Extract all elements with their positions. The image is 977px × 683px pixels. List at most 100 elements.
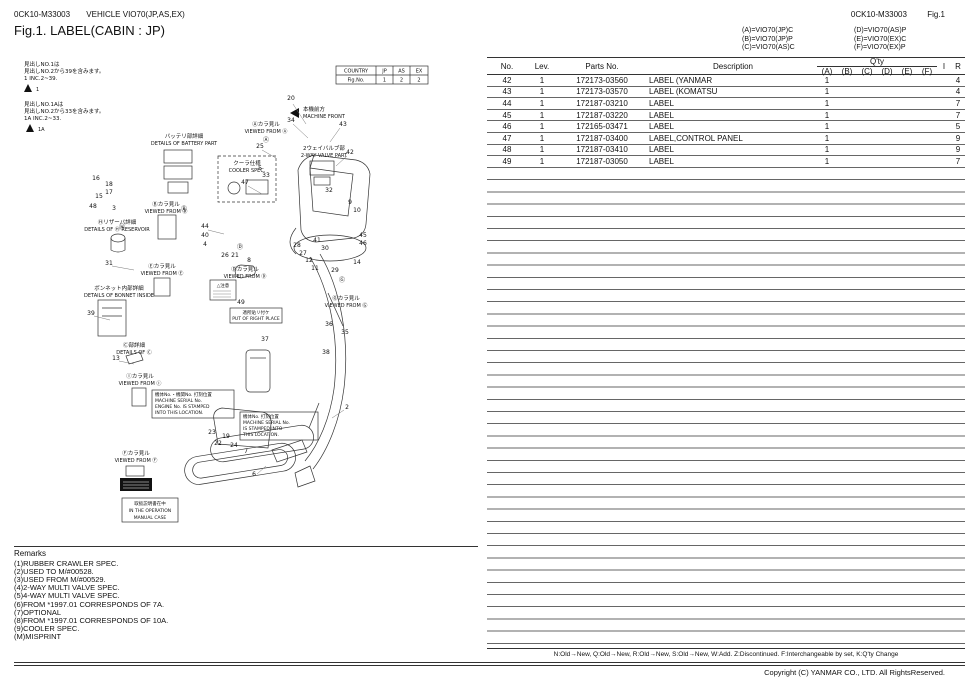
svg-text:Ⓒ部詳細: Ⓒ部詳細 [123, 341, 146, 349]
callout-number: 48 [89, 203, 97, 210]
callout-number: 37 [261, 336, 269, 343]
cell-qty-a: 1 [824, 133, 830, 143]
cell-r: 4 [955, 75, 961, 85]
viewed-from-g-label: Ⓖカラ見ル VIEWED FROM Ⓖ [325, 294, 368, 309]
viewed-from-f-label: Ⓕカラ見ル VIEWED FROM Ⓕ [115, 449, 158, 464]
svg-text:クーラ仕様: クーラ仕様 [233, 159, 261, 167]
header-lev: Lev. [534, 61, 550, 71]
remark-item: (8)FROM *1997.01 CORRESPONDS OF 10A. [14, 615, 169, 625]
doc-header-right: 0CK10-M33003 Fig.1 [851, 10, 945, 19]
viewed-from-a-label: Ⓐカラ見ル VIEWED FROM Ⓐ [245, 120, 288, 135]
svg-text:VIEWED FROM Ⓔ: VIEWED FROM Ⓔ [141, 270, 184, 277]
cell-description: LABEL [649, 145, 674, 155]
remark-item: (6)FROM *1997.01 CORRESPONDS OF 7A. [14, 599, 165, 609]
caution-label: △注意 [209, 279, 237, 301]
warning-strip [120, 478, 152, 491]
svg-text:機体No. 打刻位置: 機体No. 打刻位置 [243, 413, 279, 420]
svg-text:COOLER SPEC.: COOLER SPEC. [229, 168, 266, 174]
diagram-note-2: 見出しNO.1Aは 見出しNO.2から33を含みます。 1A INC.2~33.… [24, 100, 104, 133]
cell-parts-no: 172187-03050 [576, 156, 628, 166]
cell-description: LABEL,CONTROL PANEL [649, 133, 743, 143]
cell-description: LABEL [649, 122, 674, 132]
svg-text:DETAILS OF Ⓗ RESERVOIR: DETAILS OF Ⓗ RESERVOIR [84, 226, 150, 233]
header-qty-a: (A) [821, 67, 833, 76]
detail-sketches [97, 149, 335, 477]
cell-qty-a: 1 [824, 145, 830, 155]
variant-item: (E)=VIO70(EX)C [854, 35, 907, 43]
variant-legend: (A)=VIO70(JP)C (B)=VIO70(JP)P (C)=VIO70(… [742, 27, 956, 53]
svg-text:取扱説明書在中: 取扱説明書在中 [134, 500, 166, 507]
doc-header-left: 0CK10-M33003 VEHICLE VIO70(JP,AS,EX) [14, 10, 185, 19]
cell-parts-no: 172187-03400 [576, 133, 628, 143]
callout-number: 31 [105, 260, 113, 267]
viewed-from-e-label: Ⓔカラ見ル VIEWED FROM Ⓔ [141, 262, 184, 277]
svg-text:ENGINE No. IS STAMPED: ENGINE No. IS STAMPED [155, 404, 210, 410]
two-way-valve-label: 2ウェイバルブ部 2-WAY VALVE PART [301, 144, 348, 159]
callout-number: 22 [214, 440, 222, 447]
svg-text:Fig.No.: Fig.No. [348, 78, 365, 84]
callout-number: 13 [112, 355, 120, 362]
callout-number: 9 [348, 199, 352, 206]
callout-number: 30 [321, 245, 329, 252]
callout-number: 29 [331, 267, 339, 274]
callout-number: 35 [341, 329, 349, 336]
variant-item: (F)=VIO70(EX)P [854, 44, 906, 52]
remark-item: (1)RUBBER CRAWLER SPEC. [14, 559, 119, 569]
table-row: 43 1 172173-03570 LABEL (KOMATSU 1 4 [487, 87, 965, 99]
callout-number: 34 [287, 117, 295, 124]
view-marker: Ⓖ [339, 276, 345, 284]
callout-number: 49 [237, 299, 245, 306]
svg-text:VIEWED FROM Ⓕ: VIEWED FROM Ⓕ [115, 457, 158, 464]
parts-diagram: 見出しNO.1は 見出しNO.2から39を含みます。 1 INC.2~39. 1… [24, 60, 429, 523]
callout-number: 40 [201, 232, 209, 239]
svg-text:MACHINE FRONT: MACHINE FRONT [303, 114, 346, 120]
callout-number: 43 [339, 121, 347, 128]
header-qty-d: (D) [881, 67, 893, 76]
svg-text:VIEWED FROM Ⓐ: VIEWED FROM Ⓐ [245, 128, 288, 135]
svg-text:AS: AS [398, 69, 405, 75]
reservoir-detail-label: Ⓗリザーバ詳細 DETAILS OF Ⓗ RESERVOIR [84, 218, 150, 233]
cell-lev: 1 [539, 122, 545, 132]
header-qty-f: (F) [921, 67, 933, 76]
remark-item: (7)OPTIONAL [14, 607, 62, 617]
callout-number: 26 [221, 252, 229, 259]
country-table: COUNTRY JP AS EX Fig.No. 1 2 2 [335, 65, 429, 85]
cell-parts-no: 172173-03560 [576, 75, 628, 85]
callout-number: 45 [359, 232, 367, 239]
table-row: 46 1 172165-03471 LABEL 1 5 [487, 121, 965, 133]
cell-qty-a: 1 [824, 75, 830, 85]
table-row: 47 1 172187-03400 LABEL,CONTROL PANEL 1 … [487, 133, 965, 145]
callout-number: 10 [353, 207, 361, 214]
svg-text:THIS LOCATION.: THIS LOCATION. [242, 432, 279, 438]
variant-item: (C)=VIO70(AS)C [742, 44, 795, 52]
cell-parts-no: 172187-03220 [576, 110, 628, 120]
svg-text:COUNTRY: COUNTRY [344, 69, 369, 75]
callout-number: 7 [244, 448, 248, 455]
variant-col-right: (D)=VIO70(AS)P (E)=VIO70(EX)C (F)=VIO70(… [854, 27, 956, 53]
cell-description: LABEL [649, 98, 674, 108]
svg-text:DETAILS OF BONNET INSIDE: DETAILS OF BONNET INSIDE [84, 293, 154, 299]
header-r: R [955, 61, 961, 71]
table-row: 44 1 172187-03210 LABEL 1 7 [487, 98, 965, 110]
doc-code: 0CK10-M33003 [14, 10, 71, 19]
header-no: No. [500, 61, 514, 71]
cell-no: 43 [502, 87, 512, 97]
callout-number: 46 [359, 240, 367, 247]
svg-text:VIEWED FROM Ⓖ: VIEWED FROM Ⓖ [325, 302, 368, 309]
cell-r: 9 [955, 133, 961, 143]
callout-number: 33 [262, 172, 270, 179]
serial-stamp-label-2: 機体No. 打刻位置 MACHINE SERIAL No. IS STAMPED… [239, 411, 319, 441]
callout-number: 36 [325, 321, 333, 328]
status-code-legend: N:Old→New, Q:Old→New, R:Old→New, S:Old→N… [553, 651, 899, 658]
cell-parts-no: 172187-03210 [576, 98, 628, 108]
cell-r: 4 [955, 87, 961, 97]
fig-doc-code: 0CK10-M33003 [850, 10, 907, 19]
svg-text:1: 1 [383, 78, 386, 84]
svg-text:Ⓕカラ見ル: Ⓕカラ見ル [122, 449, 150, 457]
callout-number: 25 [256, 143, 264, 150]
cell-description: LABEL (YANMAR [649, 75, 713, 85]
table-row: 49 1 172187-03050 LABEL 1 7 [487, 156, 965, 168]
variant-col-left: (A)=VIO70(JP)C (B)=VIO70(JP)P (C)=VIO70(… [742, 27, 844, 53]
viewed-from-i-label: Ⓘカラ見ル VIEWED FROM Ⓘ [119, 372, 162, 387]
variant-item: (D)=VIO70(AS)P [854, 27, 907, 34]
